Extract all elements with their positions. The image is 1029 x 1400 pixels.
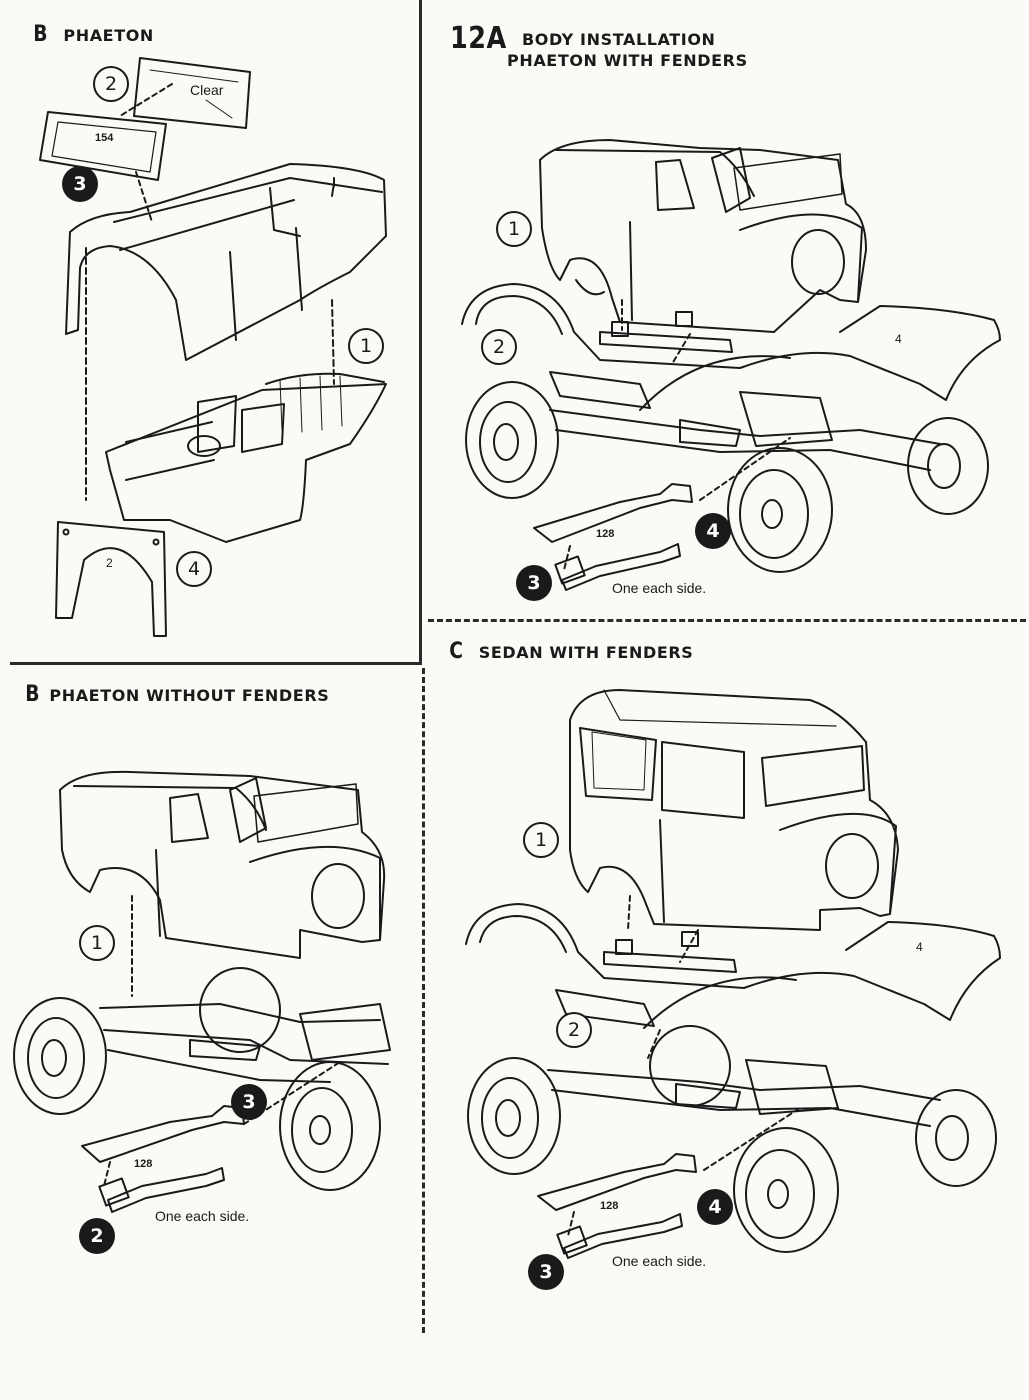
callout-text: 3	[527, 572, 541, 594]
part-number-fender: 4	[895, 332, 902, 346]
guide-line	[135, 171, 153, 223]
chassis-fenders-top	[461, 283, 1001, 411]
guide-line	[567, 1211, 575, 1237]
guide-line	[563, 545, 571, 571]
callout-text: 4	[706, 520, 720, 542]
phaeton-interior-tub	[105, 372, 387, 543]
callout-text: 4	[187, 558, 201, 580]
panel-header-12a: 12A BODY INSTALLATION PHAETON WITH FENDE…	[445, 21, 748, 71]
dashed-divider-bottom	[422, 668, 425, 1333]
firewall-panel	[55, 521, 167, 637]
panel-title: PHAETON	[63, 26, 154, 45]
panel-letter: B	[33, 22, 49, 47]
chassis-fenders-bottom-right	[465, 903, 1001, 1029]
callout-text: 1	[359, 335, 373, 357]
callout-step-3: 3	[528, 1254, 564, 1290]
sedan-body	[569, 689, 899, 931]
guide-line	[331, 299, 335, 385]
guide-line	[699, 437, 791, 501]
exhaust-pipes-bottom-left	[81, 1105, 245, 1213]
callout-step-3: 3	[231, 1084, 267, 1120]
chassis-frame-bottom-right	[547, 1059, 941, 1127]
guide-line	[119, 83, 173, 117]
chassis-frame-bottom-left	[99, 1003, 391, 1083]
callout-step-1: 1	[79, 925, 115, 961]
phaeton-body-no-fenders	[59, 770, 386, 959]
panel-title: PHAETON WITHOUT FENDERS	[49, 686, 330, 705]
part-number-exhaust: 128	[134, 1158, 153, 1170]
chassis-frame-top-right	[549, 391, 941, 471]
panel-title-line1: BODY INSTALLATION	[521, 30, 716, 49]
rear-wheel-front-bottom-left	[279, 1061, 381, 1191]
callout-step-2: 2	[79, 1218, 115, 1254]
part-label-clear: Clear	[190, 82, 224, 98]
callout-step-1: 1	[348, 328, 384, 364]
guide-line	[627, 895, 631, 931]
guide-line	[647, 1029, 661, 1059]
callout-step-1: 1	[523, 822, 559, 858]
front-wheel-top-right	[465, 381, 559, 499]
callout-step-4: 4	[176, 551, 212, 587]
callout-text: 2	[104, 73, 118, 95]
windshield-glass	[133, 57, 251, 129]
callout-text: 2	[90, 1225, 104, 1247]
vertical-divider-top	[419, 0, 422, 665]
guide-line	[703, 1107, 801, 1171]
part-number-exhaust: 128	[596, 528, 615, 540]
phaeton-body-shell	[65, 163, 387, 361]
windshield-frame	[39, 111, 167, 181]
guide-line	[103, 1161, 111, 1187]
callout-step-4: 4	[697, 1189, 733, 1225]
rear-wheel-right-top-right	[907, 417, 989, 515]
exhaust-pipes-top-right	[533, 483, 693, 591]
callout-text: 2	[567, 1019, 581, 1041]
panel-header-c-sedan: C SEDAN WITH FENDERS	[448, 641, 693, 663]
part-number-exhaust: 128	[600, 1200, 619, 1212]
front-wheel-bottom-left	[13, 997, 107, 1115]
callout-text: 1	[507, 218, 521, 240]
note-one-each-side: One each side.	[612, 580, 707, 596]
phaeton-body-with-fenders	[539, 139, 867, 333]
callout-step-2: 2	[93, 66, 129, 102]
part-number-fender: 4	[916, 940, 923, 954]
callout-text: 3	[242, 1091, 256, 1113]
rear-wheel-back-bottom-left	[199, 967, 281, 1053]
note-one-each-side: One each side.	[155, 1208, 250, 1224]
step-number: 12A	[450, 21, 507, 56]
horizontal-divider-left	[10, 662, 422, 665]
callout-step-3: 3	[516, 565, 552, 601]
panel-title-line2: PHAETON WITH FENDERS	[507, 51, 748, 70]
panel-letter: C	[449, 639, 464, 664]
front-wheel-bottom-right	[467, 1057, 561, 1175]
panel-header-b-without-fenders: B PHAETON WITHOUT FENDERS	[24, 684, 329, 706]
rear-wheel-right-bottom-right	[915, 1089, 997, 1187]
part-number-panel: 2	[106, 556, 113, 570]
callout-text: 1	[534, 829, 548, 851]
callout-text: 2	[492, 336, 506, 358]
callout-text: 3	[73, 173, 87, 195]
panel-letter: B	[25, 682, 41, 707]
panel-title: SEDAN WITH FENDERS	[478, 643, 694, 662]
dashed-divider-right	[428, 619, 1026, 622]
callout-step-4: 4	[695, 513, 731, 549]
callout-step-2: 2	[556, 1012, 592, 1048]
rear-wheel-front-bottom-right	[733, 1127, 839, 1253]
callout-text: 3	[539, 1261, 553, 1283]
part-number-windshield-frame: 154	[95, 132, 114, 144]
callout-text: 4	[708, 1196, 722, 1218]
rear-wheel-back-bottom-right	[649, 1025, 731, 1107]
callout-step-3: 3	[62, 166, 98, 202]
note-one-each-side: One each side.	[612, 1253, 707, 1269]
rear-wheel-top-right	[727, 447, 833, 573]
callout-step-2: 2	[481, 329, 517, 365]
callout-step-1: 1	[496, 211, 532, 247]
callout-text: 1	[90, 932, 104, 954]
panel-header-b-phaeton: B PHAETON	[32, 24, 154, 46]
